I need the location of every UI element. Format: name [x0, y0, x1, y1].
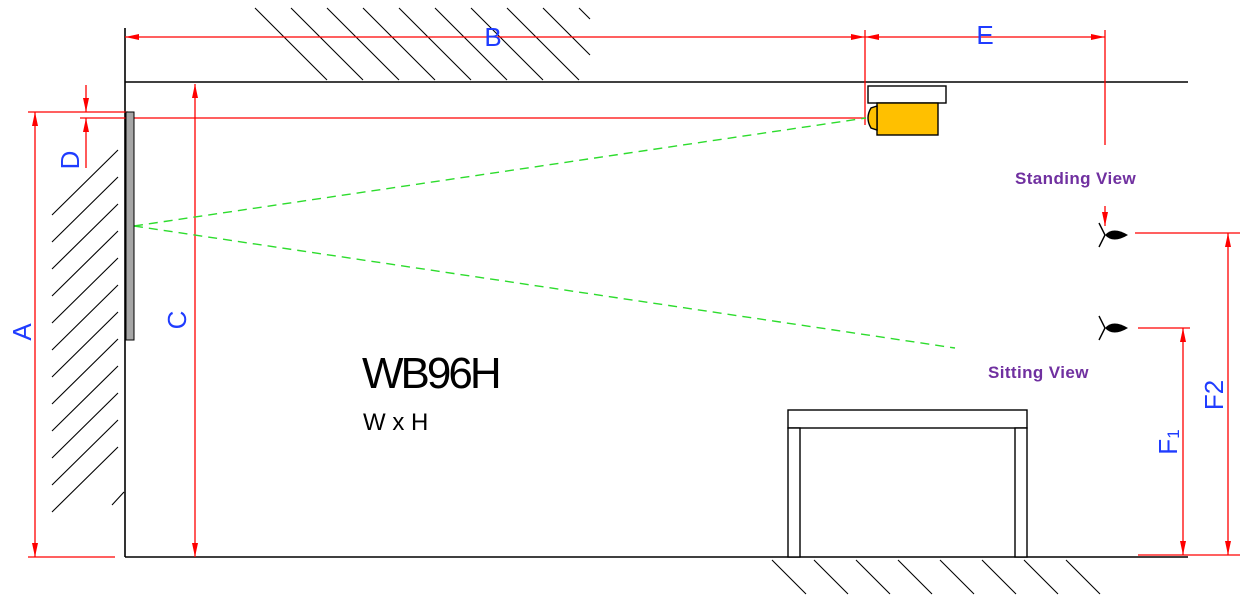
hatch-line [813, 559, 849, 595]
hatch-line [51, 284, 119, 351]
projection-ray-top [133, 117, 867, 227]
hatch-line [542, 7, 591, 56]
hatch-line [1065, 559, 1101, 595]
projection-screen [125, 111, 135, 341]
table-leg-right [1014, 427, 1028, 558]
projector-mount [867, 85, 947, 104]
hatch-line [51, 230, 119, 297]
hatch-line [771, 559, 807, 595]
hatch-line [855, 559, 891, 595]
dimension-label-c: C [162, 311, 192, 330]
projector-icon [867, 85, 947, 136]
ceiling-hatch [254, 7, 591, 81]
table-icon [787, 409, 1028, 558]
dimension-label-f1-subscript: 1 [1164, 429, 1183, 438]
hatch-line [326, 7, 400, 81]
hatch-line [1023, 559, 1059, 595]
hatch-line [434, 7, 508, 81]
sitting-eye-icon [1098, 315, 1128, 341]
hatch-line [290, 7, 364, 81]
model-name: WB96H [362, 349, 499, 398]
hatch-line [51, 392, 119, 459]
hatch-line [111, 491, 125, 506]
hatch-line [506, 7, 580, 81]
hatch-line [51, 338, 119, 405]
wall-hatch [51, 149, 125, 513]
hatch-line [897, 559, 933, 595]
hatch-line [362, 7, 436, 81]
dimension-label-a: A [7, 323, 37, 341]
hatch-line [51, 149, 119, 216]
hatch-line [254, 7, 328, 81]
sitting-view-label: Sitting View [988, 363, 1089, 382]
dimension-label-e: E [976, 20, 993, 50]
hatch-line [981, 559, 1017, 595]
standing-view-label: Standing View [1015, 169, 1136, 188]
hatch-line [51, 311, 119, 378]
hatch-line [578, 7, 591, 20]
hatch-line [51, 203, 119, 270]
projector-lens [867, 105, 878, 131]
table-leg-left [787, 427, 801, 558]
hatch-line [939, 559, 975, 595]
table-top [787, 409, 1028, 429]
projector-body [876, 102, 939, 136]
hatch-line [398, 7, 472, 81]
floor-hatch [771, 559, 1101, 595]
dimension-label-f1: F1 [1153, 429, 1183, 454]
hatch-line [51, 446, 119, 513]
model-size-label: W x H [363, 409, 428, 436]
dimension-label-f1-main: F [1153, 439, 1183, 455]
hatch-line [51, 176, 119, 243]
hatch-line [470, 7, 544, 81]
hatch-line [51, 257, 119, 324]
hatch-line [51, 419, 119, 486]
dimension-label-b: B [484, 22, 501, 52]
dimension-label-d: D [55, 151, 85, 170]
projection-ray-bottom [133, 225, 956, 349]
dimension-label-f2: F2 [1199, 380, 1229, 410]
standing-eye-icon [1098, 222, 1128, 248]
hatch-line [51, 365, 119, 432]
